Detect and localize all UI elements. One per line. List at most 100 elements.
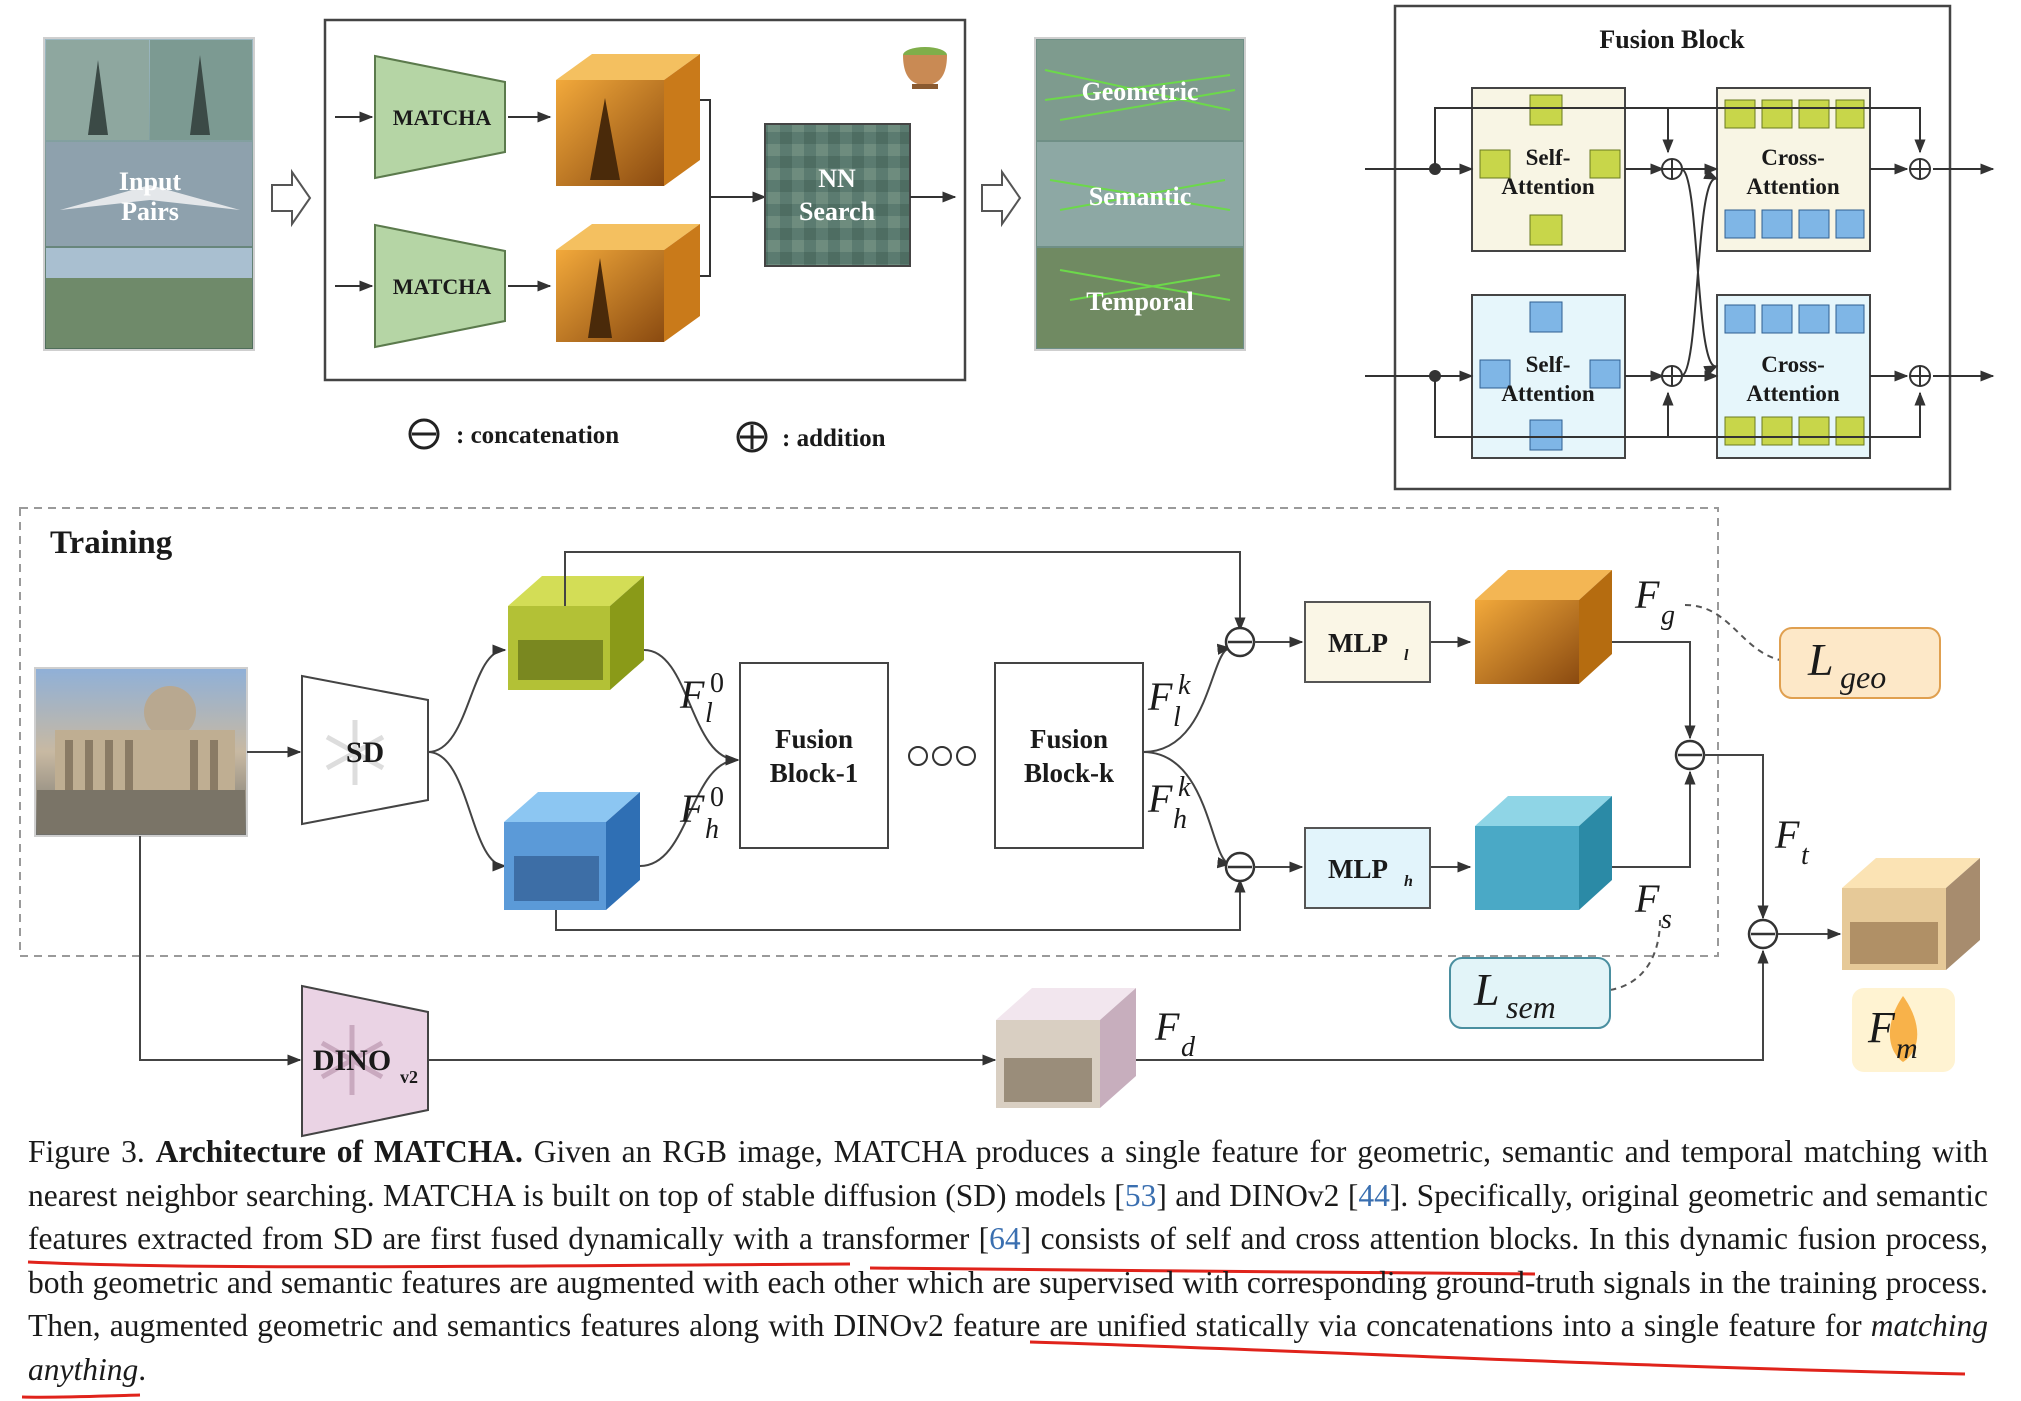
caption-bold-title: Architecture of MATCHA.: [155, 1134, 523, 1169]
caption-text-3: ]. Specifically, original geometric and …: [28, 1177, 1988, 1257]
feature-cube-low: [508, 576, 644, 690]
feature-cube-top: [556, 54, 700, 186]
citation-link[interactable]: 53: [1124, 1177, 1157, 1213]
svg-text:s: s: [1661, 904, 1672, 935]
svg-text:l: l: [1173, 702, 1181, 733]
mlp-l-box: [1304, 601, 1431, 683]
feature-cube-geo: [1475, 570, 1612, 684]
svg-text:h: h: [705, 814, 719, 845]
svg-text:k: k: [1178, 772, 1191, 803]
loss-geo-L: L: [1807, 634, 1834, 685]
search-label: Search: [799, 197, 876, 226]
mlp-l-label: MLP: [1328, 628, 1388, 658]
figure-caption: Figure 3. Architecture of MATCHA. Given …: [28, 1130, 1988, 1391]
sd-encoder: [301, 674, 429, 826]
legend: : concatenation : addition: [408, 418, 886, 453]
svg-text:F: F: [679, 672, 705, 717]
matcha-encoder-top: [374, 54, 506, 180]
svg-text:F: F: [1634, 876, 1660, 921]
svg-text:F: F: [1867, 1003, 1896, 1052]
mlp-l-sub: l: [1404, 647, 1409, 664]
output-geometric: Geometric: [1082, 77, 1199, 106]
legend-add-label: : addition: [782, 425, 886, 452]
matcha-label-top: MATCHA: [393, 105, 492, 130]
mlp-h-box: [1304, 827, 1431, 909]
flame-icon: [1889, 996, 1918, 1062]
svg-text:0: 0: [710, 668, 724, 699]
fusion-block-1: [739, 662, 889, 849]
sd-label: SD: [346, 736, 384, 769]
svg-text:k: k: [1178, 670, 1191, 701]
input-pairs-label: Input: [119, 167, 181, 196]
matcha-label-bottom: MATCHA: [393, 274, 492, 299]
svg-text:F: F: [1774, 812, 1800, 857]
svg-text:d: d: [1181, 1032, 1196, 1063]
red-annotation-underlines: [21, 1260, 1966, 1399]
add-symbol-icon: [736, 421, 768, 453]
cross-attn-label-3: Cross-: [1761, 352, 1824, 377]
hollow-arrow-icon-2: [981, 168, 1022, 228]
training-title: Training: [50, 525, 173, 561]
matcha-inference-panel: MATCHA MATCHA NN Search: [323, 18, 967, 382]
self-attn-label-1: Self-: [1526, 145, 1571, 170]
hollow-arrow-icon: [271, 168, 312, 228]
label-F-l-0: F l 0: [679, 668, 724, 729]
caption-fig-label: Figure 3.: [28, 1134, 145, 1169]
label-F-t: F t: [1774, 812, 1810, 871]
nn-label: NN: [818, 164, 856, 193]
caption-text-2: ] and DINOv2 [: [1156, 1177, 1359, 1213]
training-region: [19, 507, 1719, 957]
label-F-m: F m: [1867, 1003, 1918, 1065]
input-pairs-label-2: Pairs: [121, 197, 179, 226]
svg-text:F: F: [1147, 776, 1173, 821]
label-F-g: F g: [1634, 572, 1675, 631]
svg-text:t: t: [1801, 840, 1810, 871]
caption-italic: matching anything: [28, 1308, 1988, 1387]
fusion-block-title: Fusion Block: [1599, 25, 1745, 54]
nn-search-box: [764, 123, 911, 267]
svg-text:m: m: [1896, 1032, 1918, 1065]
self-attn-label-2: Attention: [1501, 174, 1594, 199]
dino-sub: v2: [400, 1067, 418, 1087]
mlp-h-label: MLP: [1328, 854, 1388, 884]
fusion-block-k-label-1: Fusion: [1030, 724, 1108, 754]
fusion-block-k-label-2: Block-k: [1024, 758, 1114, 788]
feature-cube-final: [1842, 858, 1980, 970]
feature-cube-sem: [1475, 796, 1612, 910]
label-F-h-0: F h 0: [679, 782, 724, 845]
snowflake-icon-dino: [320, 1025, 384, 1095]
caption-text-1: Given an RGB image, MATCHA produces a si…: [28, 1134, 1988, 1213]
input-pairs-panel: Input Pairs: [43, 37, 255, 351]
loss-sem-sub: sem: [1506, 989, 1556, 1025]
matcha-encoder-bottom: [374, 223, 506, 349]
citation-link[interactable]: 64: [989, 1221, 1021, 1256]
loss-sem-box: [1449, 957, 1611, 1029]
svg-text:F: F: [1154, 1004, 1180, 1049]
citation-link[interactable]: 44: [1358, 1177, 1390, 1213]
outputs-panel: Geometric Semantic Temporal: [1034, 37, 1246, 351]
output-semantic: Semantic: [1089, 182, 1192, 211]
input-photo: [34, 667, 248, 837]
mlp-h-sub: h: [1404, 873, 1413, 890]
caption-text-4: ] consists of self and cross attention b…: [28, 1221, 1988, 1343]
concat-symbol-icon: [408, 418, 440, 450]
ellipsis-dots: [908, 746, 976, 766]
cross-attn-label-1: Cross-: [1761, 145, 1824, 170]
fusion-block-detail: Fusion Block Self- Attention Cross- Atte…: [1365, 4, 1995, 491]
cross-attn-label-4: Attention: [1746, 381, 1839, 406]
dino-label: DINO: [313, 1044, 391, 1077]
caption-text-5: .: [138, 1351, 147, 1387]
svg-text:F: F: [1147, 674, 1173, 719]
svg-text:l: l: [705, 698, 713, 729]
svg-text:h: h: [1173, 804, 1187, 835]
feature-cube-high: [504, 792, 640, 910]
label-F-h-k: F h k: [1147, 772, 1191, 835]
dino-encoder: [301, 984, 429, 1138]
loss-sem-L: L: [1473, 964, 1500, 1015]
fusion-block-1-label-2: Block-1: [770, 758, 859, 788]
loss-geo-box: [1779, 627, 1941, 699]
svg-text:0: 0: [710, 782, 724, 813]
feature-cube-dino: [996, 988, 1136, 1108]
svg-text:F: F: [1634, 572, 1660, 617]
